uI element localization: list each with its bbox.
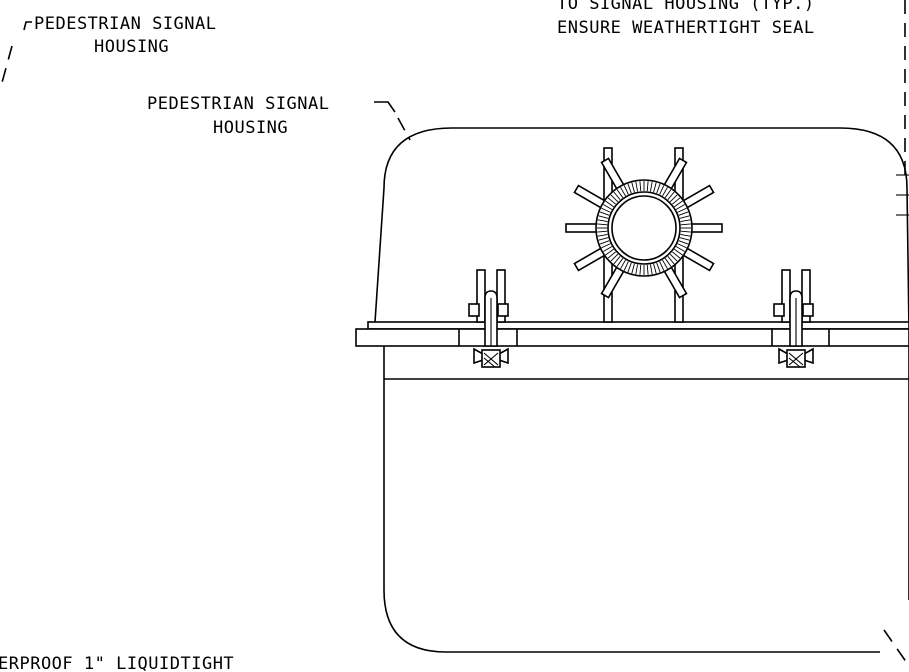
gasket-serration [635, 181, 639, 192]
gasket-serration [610, 253, 619, 262]
gasket-serration [678, 240, 689, 245]
gasket-serration [653, 182, 657, 193]
left-clamp [468, 269, 509, 347]
gasket-serration [597, 223, 608, 226]
gasket-serration [607, 197, 616, 205]
right-clamp [773, 269, 814, 347]
mounting-plate [355, 328, 909, 347]
center-label-line2: HOUSING [213, 118, 288, 138]
gasket-serration [672, 197, 681, 205]
gasket-serration [631, 182, 635, 193]
lower-housing-body [383, 346, 880, 653]
gasket-serration [598, 215, 609, 219]
gasket-serration [601, 243, 611, 249]
gasket-serration [674, 248, 683, 256]
center-leader-hook [374, 101, 396, 113]
gasket-serration [674, 200, 683, 208]
gasket-serration [664, 258, 672, 267]
gasket-serration [597, 233, 608, 237]
gasket-serration [627, 183, 632, 194]
gasket-serration [680, 219, 691, 223]
gasket-inner-ring [607, 191, 681, 265]
gasket-serration [601, 207, 611, 213]
gasket-serration [679, 237, 690, 241]
gasket-serration [680, 233, 691, 237]
gasket-serration [613, 256, 621, 265]
gasket-serration [598, 237, 609, 241]
gasket-serration [599, 240, 610, 245]
gasket-serration [662, 187, 668, 197]
gasket-serration [616, 189, 624, 198]
gasket-serration [646, 181, 649, 192]
top-right-label-line2: ENSURE WEATHERTIGHT SEAL [557, 18, 815, 38]
gasket-serration [662, 259, 668, 269]
upper-housing-shell [374, 127, 909, 331]
gasket-serration [646, 264, 649, 275]
gasket-serration [639, 264, 642, 275]
gasket-serration [613, 191, 621, 200]
top-left-leader [0, 45, 13, 91]
gasket-serration [639, 181, 642, 192]
gasket-serration [669, 194, 678, 203]
gasket-serration [597, 230, 608, 233]
gasket-serration [656, 262, 661, 273]
bottom-right-leader [883, 629, 909, 667]
gasket-serration [631, 263, 635, 274]
top-right-label-line1: TO SIGNAL HOUSING (TYP.) [557, 0, 815, 14]
gasket-serration [635, 264, 639, 275]
gasket-serration [667, 191, 675, 200]
gasket-serration [680, 223, 691, 226]
gasket-serration [680, 230, 691, 233]
gasket-serrations [597, 181, 691, 275]
gasket-serration [649, 264, 653, 275]
gasket-serration [620, 259, 626, 269]
gasket-serration [664, 189, 672, 198]
gasket-serration [610, 194, 619, 203]
gasket-serration [603, 246, 613, 252]
gasket-serration [667, 256, 675, 265]
gasket-serration [659, 185, 665, 195]
top-left-label-line2: HOUSING [94, 37, 169, 57]
gasket-serration [675, 204, 685, 210]
bottom-left-label: ERPROOF 1" LIQUIDTIGHT [0, 654, 234, 672]
left-wing-nut [473, 347, 509, 368]
center-label-line1: PEDESTRIAN SIGNAL [147, 94, 330, 114]
gasket-serration [656, 183, 661, 194]
gasket-serration [605, 200, 614, 208]
gasket-serration [605, 248, 614, 256]
gasket-serration [669, 253, 678, 262]
gasket-serration [597, 219, 608, 223]
gasket-serration [679, 215, 690, 219]
gasket-serration [659, 261, 665, 271]
gasket-serration [620, 187, 626, 197]
housing-edge-ribs [896, 174, 909, 216]
gasket-serration [623, 261, 629, 271]
gasket-serration [599, 211, 610, 216]
gasket-serration [677, 207, 687, 213]
gasket-serration [649, 181, 653, 192]
gasket-serration [627, 262, 632, 273]
gasket-serration [653, 263, 657, 274]
top-left-label-line1: PEDESTRIAN SIGNAL [34, 14, 217, 34]
gasket-serration [672, 251, 681, 259]
gasket-serration [675, 246, 685, 252]
right-wing-nut [778, 347, 814, 368]
gasket-serration [678, 211, 689, 216]
fitting-bore [611, 195, 677, 261]
mounting-plate-top [367, 321, 909, 330]
center-leader [397, 117, 411, 141]
gasket-serration [677, 243, 687, 249]
top-left-leader-hook [23, 21, 32, 31]
gasket-serration [607, 251, 616, 259]
gasket-serration [616, 258, 624, 267]
gasket-serration [603, 204, 613, 210]
gasket-serration [623, 185, 629, 195]
